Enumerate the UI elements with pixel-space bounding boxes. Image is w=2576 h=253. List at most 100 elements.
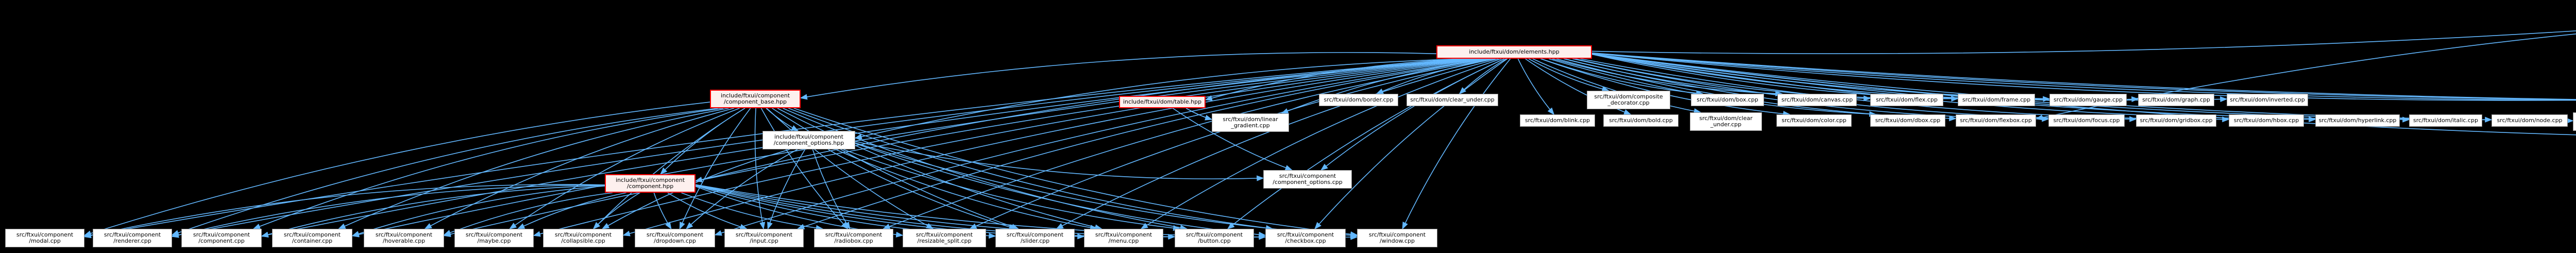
graph-edge	[622, 58, 1484, 237]
graph-node-label: src/ftxui/dom/composite _decorator.cpp	[1594, 93, 1663, 106]
graph-node-label: include/ftxui/component /component_base.…	[720, 92, 790, 105]
graph-edge	[509, 108, 740, 229]
graph-edge	[338, 108, 729, 229]
graph-node[interactable]: include/ftxui/component /component_optio…	[762, 131, 855, 149]
graph-node[interactable]: src/ftxui/dom/blink.cpp	[1520, 114, 1595, 127]
graph-node[interactable]: src/ftxui/dom/focus.cpp	[2048, 114, 2125, 127]
graph-edge	[796, 58, 1490, 230]
graph-node-label: include/ftxui/dom/elements.hpp	[1469, 48, 1560, 56]
graph-edge	[653, 192, 672, 230]
graph-node[interactable]: src/ftxui/component /menu.cpp	[1084, 229, 1163, 247]
graph-node-label: src/ftxui/component /container.cpp	[283, 231, 341, 244]
graph-node[interactable]: src/ftxui/dom/graph.cpp	[2138, 94, 2214, 106]
graph-node-label: src/ftxui/dom/frame.cpp	[1962, 96, 2031, 104]
graph-node[interactable]: src/ftxui/dom/frame.cpp	[1958, 94, 2035, 106]
graph-node[interactable]: src/ftxui/dom/box.cpp	[1691, 94, 1764, 106]
graph-node[interactable]: src/ftxui/dom/node.cpp	[2492, 114, 2568, 127]
graph-node-label: src/ftxui/dom/clear _under.cpp	[1699, 115, 1753, 128]
graph-node-label: src/ftxui/dom/hyperlink.cpp	[2318, 117, 2397, 124]
graph-edge	[777, 108, 1103, 230]
graph-edge	[1591, 54, 2316, 123]
graph-edge	[1591, 53, 2576, 101]
graph-node[interactable]: src/ftxui/component /slider.cpp	[995, 229, 1075, 247]
graph-edge	[883, 58, 1493, 229]
graph-node[interactable]: src/ftxui/dom/bold.cpp	[1603, 114, 1679, 127]
graph-node[interactable]: src/ftxui/dom/composite _decorator.cpp	[1587, 91, 1670, 109]
graph-node-label: src/ftxui/dom/graph.cpp	[2142, 96, 2210, 104]
graph-node-label: src/ftxui/dom/linear _gradient.cpp	[1223, 116, 1278, 129]
graph-node[interactable]: src/ftxui/component /container.cpp	[272, 229, 352, 247]
graph-node-label: src/ftxui/component /component.cpp	[193, 231, 250, 244]
graph-node[interactable]: src/ftxui/dom/canvas.cpp	[1777, 94, 1857, 106]
graph-node-label: include/ftxui/component /component.hpp	[615, 177, 685, 190]
graph-edge	[1552, 58, 1783, 97]
graph-edge	[1591, 52, 2576, 100]
graph-node[interactable]: src/ftxui/component /input.cpp	[724, 229, 804, 247]
graph-edge	[533, 58, 1481, 237]
graph-edge	[1402, 58, 1511, 230]
graph-edge	[443, 58, 1479, 237]
graph-edge	[1320, 58, 1505, 171]
graph-node[interactable]: src/ftxui/component /button.cpp	[1175, 229, 1254, 247]
graph-node[interactable]: src/ftxui/dom/hbox.cpp	[2229, 114, 2304, 127]
graph-node[interactable]: src/ftxui/dom/linear _gradient.cpp	[1212, 113, 1289, 132]
graph-node-label: src/ftxui/component /collapsible.cpp	[554, 231, 612, 244]
graph-node-label: include/ftxui/dom/table.hpp	[1123, 98, 1202, 106]
graph-edge	[1528, 58, 1609, 92]
graph-node-label: src/ftxui/component /radiobox.cpp	[825, 231, 883, 244]
graph-node[interactable]: src/ftxui/component /modal.cpp	[5, 229, 84, 247]
graph-node[interactable]: src/ftxui/component /dropdown.cpp	[635, 229, 715, 247]
graph-node-label: src/ftxui/dom/color.cpp	[1782, 117, 1846, 124]
graph-node[interactable]: src/ftxui/dom/gauge.cpp	[2049, 94, 2127, 106]
graph-node-label: src/ftxui/dom/box.cpp	[1697, 96, 1758, 104]
graph-node[interactable]: src/ftxui/dom/flex.cpp	[1870, 94, 1943, 106]
graph-edge	[767, 149, 806, 230]
graph-node[interactable]: include/ftxui/dom/table.hpp	[1119, 96, 1206, 108]
graph-edge	[171, 108, 718, 236]
graph-edge	[714, 58, 1487, 236]
graph-node-label: src/ftxui/component /hoverable.cpp	[375, 231, 433, 244]
graph-node[interactable]: src/ftxui/dom/italic.cpp	[2409, 114, 2482, 127]
graph-node-label: src/ftxui/component /checkbox.cpp	[1277, 231, 1334, 244]
graph-edge	[685, 149, 798, 230]
graph-edge	[83, 184, 605, 239]
graph-node[interactable]: src/ftxui/component /window.cpp	[1357, 229, 1437, 247]
graph-node-label: src/ftxui/dom/italic.cpp	[2413, 117, 2478, 124]
graph-edge	[835, 149, 1098, 231]
graph-node[interactable]: src/ftxui/dom/flexbox.cpp	[1956, 114, 2036, 127]
graph-node-label: src/ftxui/dom/flex.cpp	[1876, 96, 1938, 104]
graph-node[interactable]: src/ftxui/component /checkbox.cpp	[1265, 229, 1346, 247]
graph-node[interactable]: src/ftxui/component /renderer.cpp	[93, 229, 172, 247]
graph-node-label: src/ftxui/dom/node.cpp	[2497, 117, 2563, 124]
graph-node[interactable]: src/ftxui/component /component_options.c…	[1263, 170, 1352, 189]
graph-node[interactable]: src/ftxui/dom/dbox.cpp	[1870, 114, 1945, 127]
graph-node[interactable]: src/ftxui/dom/gridbox.cpp	[2136, 114, 2216, 127]
graph-edge	[1314, 58, 1508, 230]
graph-node[interactable]: src/ftxui/dom/inverted.cpp	[2227, 94, 2308, 106]
graph-node-label: src/ftxui/dom/inverted.cpp	[2230, 96, 2305, 104]
graph-edge	[1591, 30, 2576, 54]
graph-edge	[1517, 58, 1555, 115]
graph-node[interactable]: src/ftxui/dom/clear_under.cpp	[1406, 94, 1498, 106]
graph-edge	[695, 184, 1358, 240]
graph-node-label: src/ftxui/component /dropdown.cpp	[646, 231, 704, 244]
graph-node[interactable]: src/ftxui/dom/clear _under.cpp	[1690, 112, 1762, 131]
graph-node[interactable]: include/ftxui/component /component.hpp	[605, 174, 696, 193]
graph-node[interactable]: src/ftxui/component /radiobox.cpp	[814, 229, 893, 247]
graph-node[interactable]: src/ftxui/component /resizable_split.cpp	[903, 229, 986, 247]
graph-node-label: src/ftxui/dom/dbox.cpp	[1875, 117, 1941, 124]
graph-node[interactable]: src/ftxui/component /collapsible.cpp	[543, 229, 623, 247]
graph-node[interactable]: src/ftxui/dom/node _decorator.cpp	[2573, 112, 2576, 131]
graph-edge	[592, 192, 640, 230]
graph-node[interactable]: src/ftxui/component /maybe.cpp	[454, 229, 534, 247]
graph-node[interactable]: src/ftxui/component /component.cpp	[181, 229, 262, 247]
graph-edge	[679, 108, 751, 230]
graph-node[interactable]: include/ftxui/component /component_base.…	[710, 90, 801, 108]
graph-node[interactable]: src/ftxui/dom/color.cpp	[1776, 114, 1852, 127]
graph-node[interactable]: src/ftxui/dom/border.cpp	[1319, 94, 1398, 106]
graph-node-label: src/ftxui/component /component_options.c…	[1273, 173, 1343, 185]
graph-node[interactable]: src/ftxui/component /hoverable.cpp	[364, 229, 444, 247]
graph-node[interactable]: include/ftxui/dom/elements.hpp	[1436, 45, 1592, 59]
graph-node[interactable]: src/ftxui/dom/hyperlink.cpp	[2315, 114, 2400, 127]
